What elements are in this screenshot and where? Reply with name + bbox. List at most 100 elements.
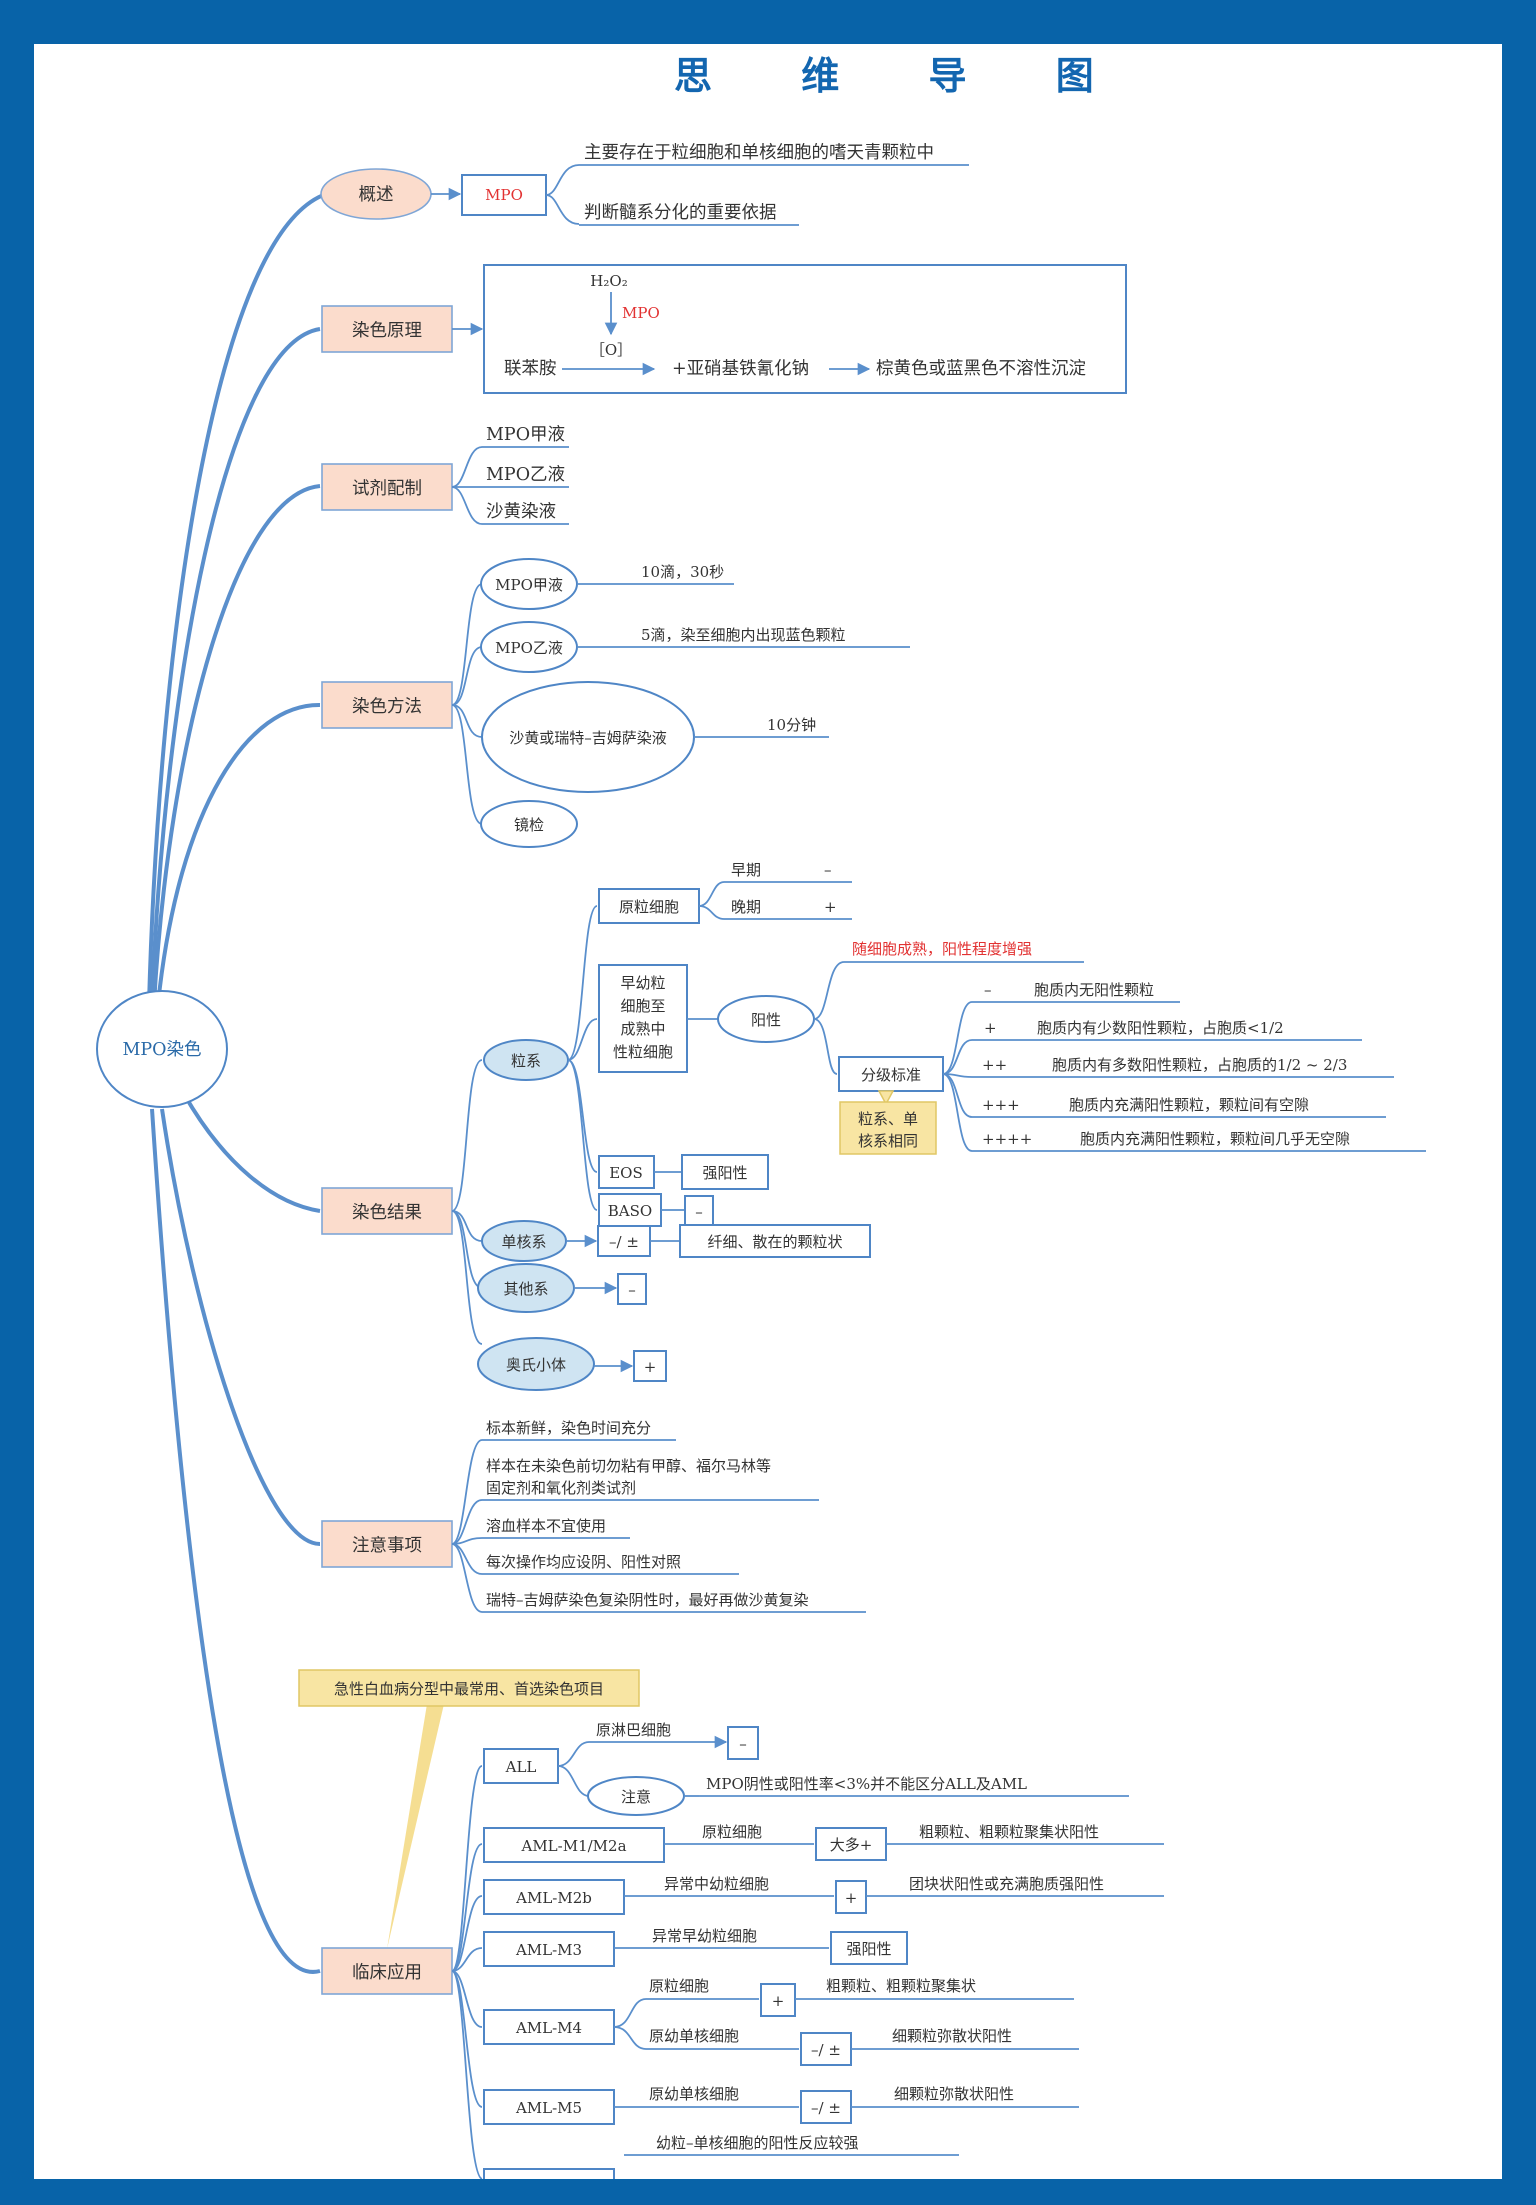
m1-box[interactable] [483, 1827, 665, 1863]
reagent-item-0: MPO甲液 [486, 425, 565, 445]
principle-product: 棕黄色或蓝黑色不溶性沉淀 [876, 359, 1086, 379]
method-step-3[interactable] [480, 800, 578, 848]
clinical-node[interactable] [321, 1947, 453, 1995]
early-label: 早期 [731, 861, 761, 879]
auer-value-box [633, 1350, 667, 1382]
monocyte-desc-box [679, 1224, 871, 1258]
clinical-label: 临床应用 [352, 1963, 422, 1983]
reagent-item-2: 沙黄染液 [486, 502, 556, 522]
others-label: 其他系 [503, 1280, 548, 1298]
late-label: 晚期 [731, 898, 761, 916]
clinical-note [298, 1669, 640, 1707]
m5-label: AML-M5 [515, 2099, 582, 2117]
m3-label: AML-M3 [515, 1941, 582, 1959]
grading-box[interactable] [838, 1056, 944, 1092]
grade-1-sym: + [984, 1019, 997, 1037]
eos-box[interactable] [598, 1155, 655, 1189]
monocyte-label: 单核系 [501, 1233, 546, 1251]
monocyte-value-box [597, 1225, 651, 1257]
all-value: – [739, 1735, 747, 1753]
baso-value-box [684, 1195, 714, 1227]
reagents-label: 试剂配制 [352, 479, 422, 499]
reagent-item-1: MPO乙液 [486, 465, 565, 485]
others-value-box [617, 1273, 647, 1305]
late-value: + [824, 898, 837, 916]
principle-branch: 染色原理 H₂O₂ MPO ［O］ 联苯胺 +亚硝基铁氰化钠 棕黄色或蓝黑色不溶… [321, 264, 1127, 394]
next-box [483, 2168, 615, 2179]
precaution-3: 每次操作均应设阴、阳性对照 [486, 1553, 681, 1571]
principle-h2o2: H₂O₂ [590, 272, 627, 290]
m4-value-1-box [760, 1983, 796, 2017]
clinical-branch: 急性白血病分型中最常用、首选染色项目 临床应用 ALL 原淋巴细胞 – 注意 M… [298, 1669, 1164, 2179]
m5-cell: 原幼单核细胞 [649, 2085, 739, 2103]
method-step-1-label: MPO乙液 [495, 639, 563, 657]
grading-note-2: 核系相同 [858, 1132, 918, 1150]
eos-value: 强阳性 [702, 1164, 747, 1182]
page-title: 思 维 导 图 [674, 54, 1132, 98]
m5-box[interactable] [483, 2089, 615, 2125]
all-cell: 原淋巴细胞 [596, 1721, 671, 1739]
mature-label-2: 细胞至 [620, 997, 665, 1015]
method-step-2-detail: 10分钟 [767, 716, 816, 734]
precautions-branch: 注意事项 标本新鲜，染色时间充分 样本在未染色前切勿粘有甲醇、福尔马林等 固定剂… [321, 1419, 866, 1613]
m3-cell: 异常早幼粒细胞 [652, 1927, 757, 1945]
m2b-value: + [845, 1889, 858, 1907]
grade-1-desc: 胞质内有少数阳性颗粒，占胞质<1/2 [1037, 1019, 1284, 1037]
next-text: 幼粒–单核细胞的阳性反应较强 [656, 2134, 859, 2152]
mature-label-4: 性粒细胞 [613, 1043, 673, 1061]
m4-value-2: –/ ± [811, 2041, 841, 2059]
m4-value-2-box [800, 2032, 852, 2066]
all-label: ALL [505, 1758, 537, 1776]
principle-node[interactable] [321, 305, 453, 353]
m4-label: AML-M4 [515, 2019, 582, 2037]
reagents-branch: 试剂配制 MPO甲液 MPO乙液 沙黄染液 [321, 425, 569, 525]
precautions-label: 注意事项 [352, 1536, 422, 1556]
grade-4-desc: 胞质内充满阳性颗粒，颗粒间几乎无空隙 [1080, 1130, 1350, 1148]
principle-oxygen: ［O］ [590, 341, 632, 359]
eos-label: EOS [609, 1164, 643, 1182]
grade-2-desc: 胞质内有多数阳性颗粒，占胞质的1/2 ~ 2/3 [1052, 1056, 1347, 1074]
precautions-node[interactable] [321, 1520, 453, 1568]
m1-desc: 粗颗粒、粗颗粒聚集状阳性 [919, 1823, 1099, 1841]
clinical-note-text: 急性白血病分型中最常用、首选染色项目 [334, 1680, 604, 1698]
monocyte-value: –/ ± [609, 1233, 639, 1251]
m4-value-1: + [772, 1992, 785, 2010]
method-label: 染色方法 [352, 697, 422, 717]
method-step-0-detail: 10滴，30秒 [641, 563, 724, 581]
root-node[interactable] [96, 990, 228, 1108]
mature-label-3: 成熟中 [620, 1020, 665, 1038]
grade-3-desc: 胞质内充满阳性颗粒，颗粒间有空隙 [1069, 1096, 1309, 1114]
mature-box[interactable] [598, 964, 688, 1073]
monocyte-desc: 纤细、散在的颗粒状 [707, 1233, 842, 1251]
trend-text: 随细胞成熟，阳性程度增强 [852, 940, 1032, 958]
method-step-3-label: 镜检 [514, 816, 544, 834]
result-branch: 染色结果 粒系 原粒细胞 早期 – 晚期 + 早幼粒 细胞至 成熟中 性粒细胞 … [321, 861, 1426, 1391]
myeloblast-label: 原粒细胞 [619, 898, 679, 916]
grade-3-sym: +++ [982, 1096, 1020, 1114]
precaution-0: 标本新鲜，染色时间充分 [486, 1419, 651, 1437]
method-branch: 染色方法 MPO甲液 10滴，30秒 MPO乙液 5滴，染至细胞内出现蓝色颗粒 … [321, 558, 910, 848]
m5-value-box [800, 2090, 852, 2124]
overview-mpo-label: MPO [485, 186, 523, 204]
auer-node[interactable] [477, 1337, 595, 1391]
myeloblast-box[interactable] [598, 888, 700, 924]
positive-label: 阳性 [751, 1011, 781, 1029]
grading-note [839, 1101, 937, 1155]
method-step-0-label: MPO甲液 [495, 576, 563, 594]
grade-2-sym: ++ [982, 1056, 1007, 1074]
baso-value: – [695, 1203, 703, 1221]
principle-reagent: +亚硝基铁氰化钠 [672, 358, 809, 379]
m2b-label: AML-M2b [515, 1889, 592, 1907]
m2b-box[interactable] [483, 1879, 625, 1915]
m4-cell-2: 原幼单核细胞 [649, 2027, 739, 2045]
method-step-1-detail: 5滴，染至细胞内出现蓝色颗粒 [641, 626, 846, 644]
m1-value: 大多+ [830, 1836, 873, 1854]
root-label: MPO染色 [122, 1040, 201, 1060]
main-branches [147, 192, 327, 1974]
auer-value: + [644, 1358, 657, 1376]
m2b-value-box [835, 1880, 867, 1914]
m3-value: 强阳性 [846, 1940, 891, 1958]
m3-box[interactable] [483, 1931, 615, 1967]
baso-box[interactable] [598, 1193, 662, 1227]
m4-box[interactable] [483, 2009, 615, 2045]
